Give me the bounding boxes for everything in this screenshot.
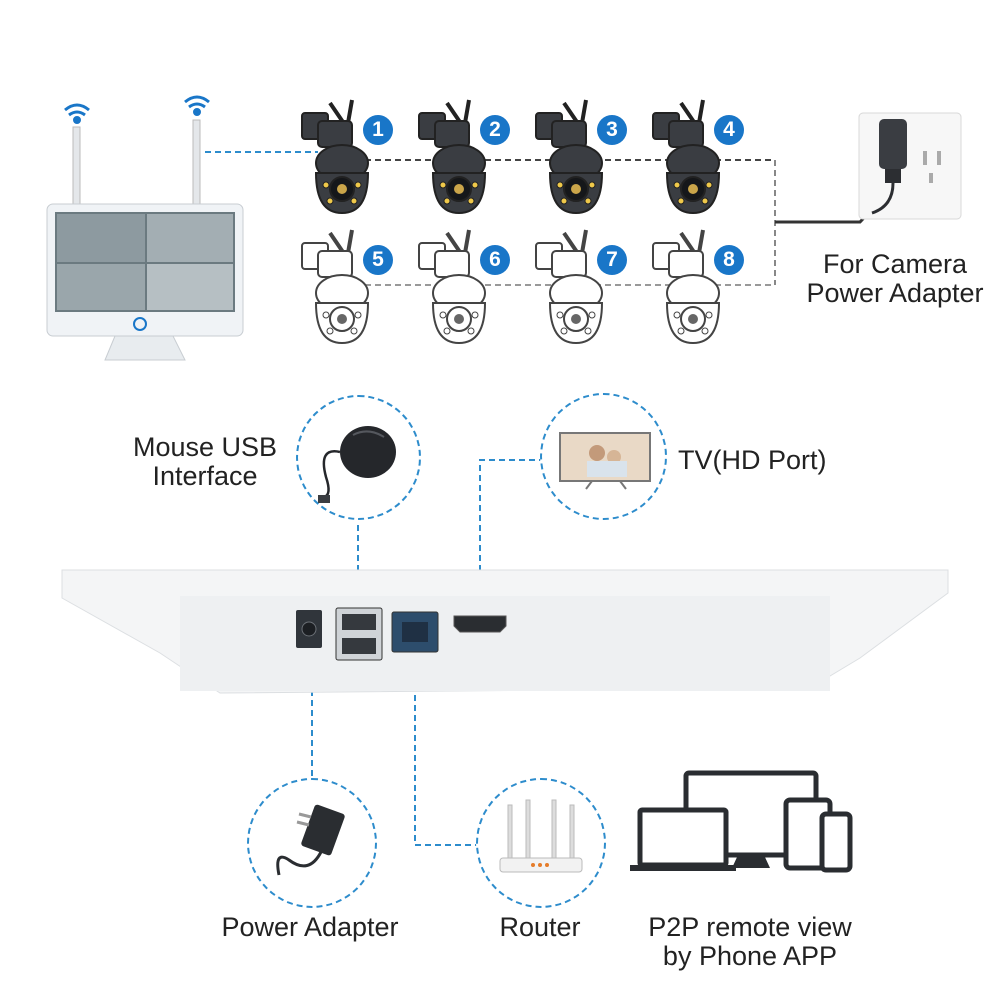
camera-1: 1	[300, 95, 410, 225]
camera-number-badge: 8	[714, 245, 744, 275]
camera-8: 8	[651, 225, 761, 355]
nvr-monitor	[45, 92, 245, 362]
camera-number-badge: 6	[480, 245, 510, 275]
camera-6: 6	[417, 225, 527, 355]
mouse-usb-label-line1: Mouse USB	[132, 432, 278, 462]
power-adapter-circle	[247, 778, 377, 908]
p2p-label: P2P remote view by Phone APP	[625, 913, 875, 971]
devices-icon	[628, 770, 858, 880]
nvr-back-panel	[60, 568, 950, 708]
camera-power-label: For Camera Power Adapter	[790, 250, 1000, 308]
camera-4: 4	[651, 95, 761, 225]
camera-icon	[418, 229, 487, 345]
camera-icon	[535, 99, 604, 215]
power-adapter-label: Power Adapter	[221, 912, 399, 942]
camera-2: 2	[417, 95, 527, 225]
camera-icon	[301, 229, 370, 345]
wifi-icon	[64, 95, 210, 124]
tv-icon	[559, 432, 651, 490]
tv-circle	[540, 393, 667, 520]
p2p-label-line2: by Phone APP	[662, 941, 838, 971]
power-adapter-icon	[276, 804, 345, 876]
camera-icon	[652, 229, 721, 345]
router-label: Router	[499, 912, 581, 942]
camera-number-badge: 3	[597, 115, 627, 145]
camera-number-badge: 1	[363, 115, 393, 145]
camera-5: 5	[300, 225, 410, 355]
camera-grid: 1 2 3 4 5 6 7 8	[300, 95, 770, 365]
p2p-label-line1: P2P remote view	[648, 912, 852, 942]
mouse-icon	[318, 426, 396, 503]
router-icon	[499, 799, 583, 873]
camera-icon	[418, 99, 487, 215]
camera-3: 3	[534, 95, 644, 225]
camera-number-badge: 7	[597, 245, 627, 275]
camera-power-label-line1: For Camera	[822, 249, 968, 279]
mouse-usb-label-line2: Interface	[152, 461, 258, 491]
router-circle	[476, 778, 606, 908]
camera-icon	[652, 99, 721, 215]
camera-number-badge: 4	[714, 115, 744, 145]
wall-socket-icon	[857, 111, 963, 221]
camera-icon	[301, 99, 370, 215]
camera-number-badge: 5	[363, 245, 393, 275]
tv-label: TV(HD Port)	[678, 445, 827, 475]
mouse-circle	[296, 395, 421, 520]
camera-number-badge: 2	[480, 115, 510, 145]
mouse-usb-label: Mouse USB Interface	[110, 433, 300, 491]
camera-7: 7	[534, 225, 644, 355]
camera-icon	[535, 229, 604, 345]
camera-power-label-line2: Power Adapter	[806, 278, 984, 308]
